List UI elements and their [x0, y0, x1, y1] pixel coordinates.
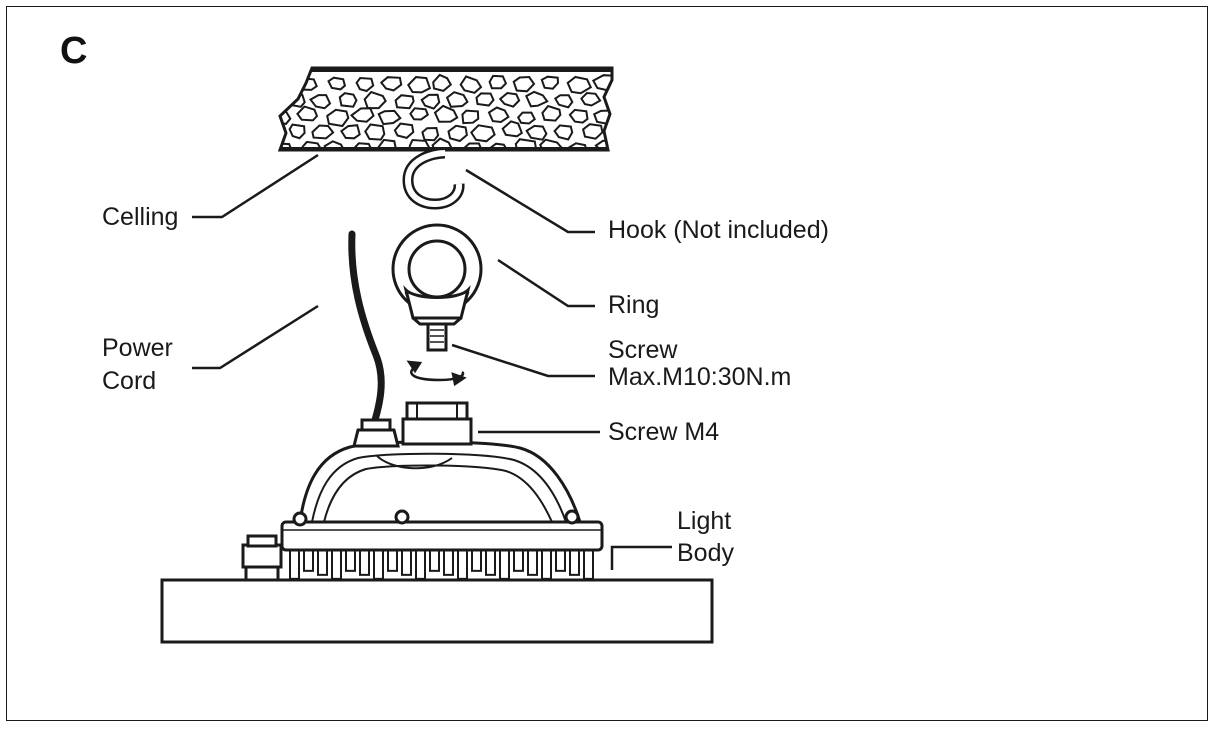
stone-texture — [394, 94, 415, 110]
heat-sink-fin — [359, 549, 370, 576]
stone-texture — [349, 107, 375, 123]
stone-texture — [280, 142, 294, 150]
heat-sink-fin — [555, 549, 566, 572]
label-power-cord-2: Cord — [102, 367, 157, 395]
stone-texture — [408, 138, 432, 150]
stone-texture — [553, 94, 574, 109]
stone-texture — [487, 106, 510, 124]
heat-sink-fin — [387, 549, 398, 572]
heat-sink-fin — [583, 549, 594, 580]
stone-texture — [340, 124, 361, 140]
leader-lines — [192, 153, 672, 570]
stone-texture — [355, 76, 375, 93]
stone-texture — [393, 122, 415, 140]
stone-texture — [338, 92, 358, 108]
stone-texture — [516, 111, 536, 125]
heat-sink-fin — [527, 549, 538, 576]
heat-sink-fin — [569, 549, 580, 576]
heat-sink-fin — [289, 549, 300, 580]
stone-texture — [407, 76, 432, 94]
heat-sink-fin — [303, 549, 314, 572]
stone-texture — [364, 123, 386, 141]
heat-sink-fin — [331, 549, 342, 580]
stone-texture — [327, 76, 347, 91]
stone-texture — [445, 91, 469, 108]
stone-texture — [607, 90, 612, 109]
stone-texture — [280, 109, 292, 126]
label-hook: Hook (Not included) — [608, 216, 829, 244]
heat-sink-fin — [485, 549, 496, 576]
heat-sink-fin — [415, 549, 426, 580]
label-light-body-2: Body — [677, 539, 734, 567]
stone-texture — [431, 137, 454, 150]
stone-texture — [488, 74, 508, 90]
stone-texture — [501, 120, 524, 138]
heat-sink-fin — [499, 549, 510, 580]
heat-sink-fin — [429, 549, 440, 572]
stone-texture — [470, 124, 496, 143]
stone-texture — [498, 91, 521, 108]
ceiling-slab — [277, 66, 614, 152]
stone-texture — [459, 75, 483, 94]
stone-texture — [421, 126, 440, 142]
stone-texture — [525, 124, 548, 141]
heat-sink-fin — [373, 549, 384, 580]
label-screw-1: Screw — [608, 336, 678, 364]
label-ceiling: Celling — [102, 203, 179, 231]
heat-sink-fin — [471, 549, 482, 572]
ring-eye-bolt — [391, 223, 483, 352]
stone-texture — [512, 75, 536, 93]
figure-frame — [6, 6, 1208, 721]
label-ring: Ring — [608, 291, 660, 319]
stone-texture — [514, 138, 538, 150]
stone-texture — [296, 105, 319, 122]
stone-texture — [311, 124, 335, 140]
stone-texture — [409, 107, 430, 121]
heat-sink-fin — [443, 549, 454, 576]
heat-sink-fin — [317, 549, 328, 576]
stone-texture — [280, 76, 292, 91]
stone-texture — [541, 104, 562, 122]
stone-texture — [379, 76, 403, 92]
stone-texture — [433, 104, 459, 123]
power-cord — [348, 230, 385, 434]
stone-texture — [475, 92, 495, 107]
heat-sink-fin — [401, 549, 412, 576]
stone-texture — [288, 123, 306, 140]
stone-texture — [447, 124, 468, 143]
stone-texture — [608, 122, 612, 138]
label-screw-m4: Screw M4 — [608, 418, 720, 446]
light-body — [160, 401, 714, 644]
label-light-body-1: Light — [677, 507, 732, 535]
stone-texture — [580, 91, 602, 107]
heat-sink-fin — [345, 549, 356, 572]
stone-texture — [326, 108, 350, 128]
stone-texture — [377, 138, 397, 150]
stone-texture — [568, 108, 589, 124]
heat-sink-fin — [513, 549, 524, 572]
stone-texture — [323, 140, 345, 150]
rotation-arrow — [406, 360, 467, 387]
label-screw-2: Max.M10:30N.m — [608, 363, 792, 391]
stone-texture — [432, 73, 453, 92]
stone-texture — [308, 94, 332, 110]
heat-sink-fin — [541, 549, 552, 580]
figure-letter: C — [60, 30, 88, 72]
heat-sink-fin — [457, 549, 468, 580]
stone-texture — [553, 124, 574, 141]
stone-texture — [461, 109, 480, 125]
stone-texture — [540, 75, 560, 90]
label-power-cord-1: Power — [102, 334, 173, 362]
stone-texture — [301, 140, 322, 150]
hook — [402, 147, 465, 210]
stone-texture — [420, 93, 441, 110]
stone-texture — [566, 75, 593, 95]
stone-texture — [581, 123, 604, 140]
stone-texture — [363, 90, 387, 110]
stone-texture — [377, 109, 402, 126]
stone-texture — [538, 138, 564, 150]
stone-texture — [525, 90, 549, 108]
